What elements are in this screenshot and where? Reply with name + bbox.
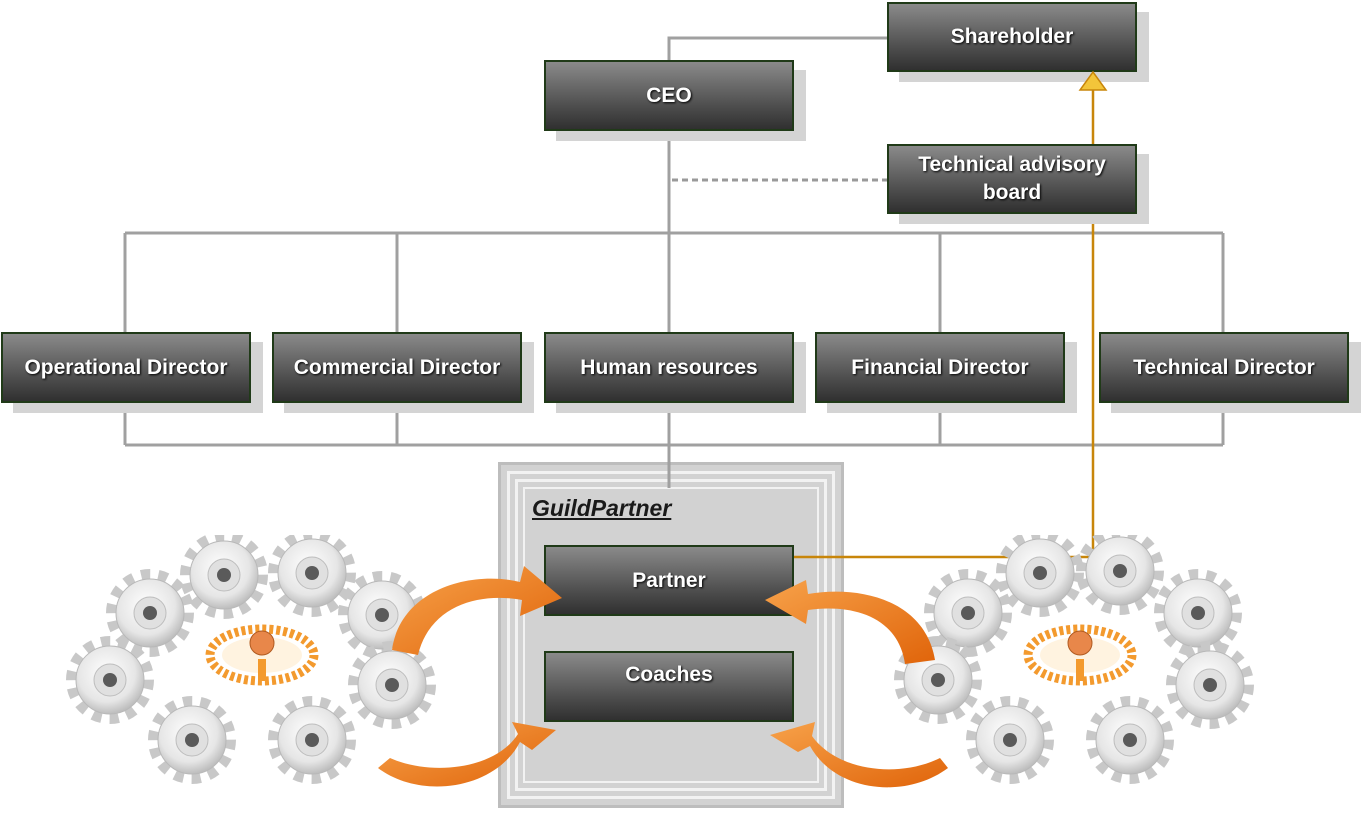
guildpartner-title: GuildPartner xyxy=(532,495,672,521)
node-commercial-director: Commercial Director xyxy=(272,332,522,403)
node-shareholder-label: Shareholder xyxy=(950,25,1074,48)
node-ceo: CEO xyxy=(544,60,794,131)
node-financial-label: Financial Director xyxy=(851,355,1029,379)
node-shareholder: Shareholder xyxy=(887,2,1137,72)
node-financial-director: Financial Director xyxy=(815,332,1065,403)
node-human-resources-label: Human resources xyxy=(580,355,758,379)
node-coaches: Coaches xyxy=(544,651,794,722)
node-technical-director: Technical Director xyxy=(1099,332,1349,403)
people-circle-icon xyxy=(205,624,319,686)
gear-cluster-left-icon xyxy=(62,535,462,805)
node-partner-label: Partner xyxy=(632,568,706,592)
node-commercial-label: Commercial Director xyxy=(293,355,501,379)
node-technical-advisory-board: Technical advisory board xyxy=(887,144,1137,214)
node-advisory-label-line1: Technical advisory xyxy=(918,153,1106,176)
people-circle-icon xyxy=(1023,624,1137,686)
node-technical-label: Technical Director xyxy=(1133,355,1315,379)
ceo-shareholder-connector xyxy=(667,36,888,60)
node-coaches-label: Coaches xyxy=(625,663,713,686)
node-human-resources: Human resources xyxy=(544,332,794,403)
node-advisory-label-line2: board xyxy=(982,181,1042,204)
node-partner: Partner xyxy=(544,545,794,616)
node-operational-director: Operational Director xyxy=(1,332,251,403)
gear-cluster-right-icon xyxy=(880,535,1280,805)
node-operational-label: Operational Director xyxy=(24,355,228,379)
node-ceo-label: CEO xyxy=(646,83,692,107)
